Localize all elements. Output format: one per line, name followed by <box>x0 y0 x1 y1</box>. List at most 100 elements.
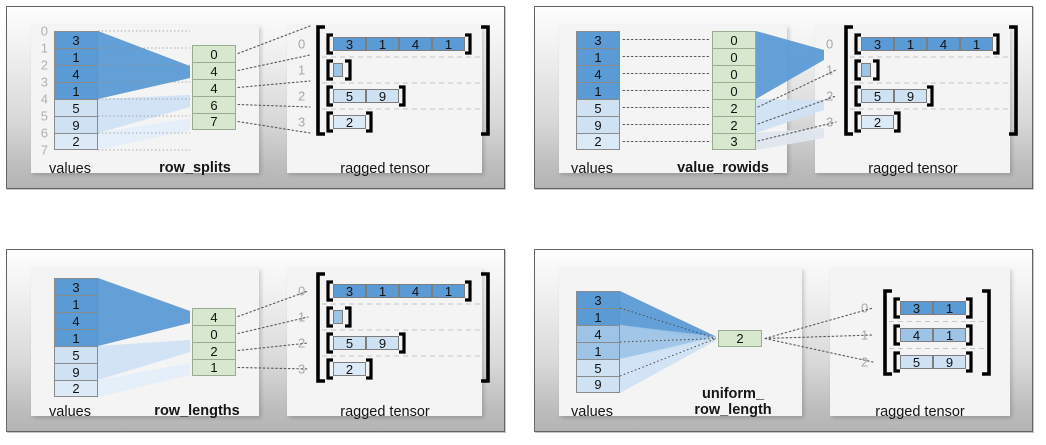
values-cell: 5 <box>54 99 98 116</box>
values-cell: 9 <box>54 116 98 133</box>
tensor-row-index: 3 <box>298 361 306 377</box>
tensor-value-cell: 9 <box>933 355 966 369</box>
values-cell: 1 <box>576 48 620 65</box>
tensor-value-cell: 5 <box>861 89 894 103</box>
values-cell: 4 <box>576 325 620 342</box>
encoding-cell: 3 <box>712 133 756 150</box>
tensor-row-index: 0 <box>298 283 306 299</box>
encoding-cell: 2 <box>718 330 762 347</box>
caption-encoding-row_splits: row_splits <box>159 160 231 176</box>
tensor-value-cell: 2 <box>861 115 894 129</box>
tensor-value-cell: 1 <box>933 301 966 315</box>
encoding-cell: 1 <box>192 359 236 376</box>
values-cell: 3 <box>576 31 620 48</box>
values-cell: 3 <box>576 291 620 308</box>
caption-tensor-uniform_row_length: ragged tensor <box>875 404 965 420</box>
values-cell: 4 <box>576 65 620 82</box>
encoding-cell: 0 <box>712 65 756 82</box>
values-index-label: 3 <box>40 74 48 90</box>
values-cell: 9 <box>576 116 620 133</box>
tensor-value-cell: 2 <box>333 362 366 376</box>
tensor-row-index: 0 <box>826 36 834 52</box>
tensor-value-cell: 3 <box>333 37 366 51</box>
tensor-row-index: 0 <box>861 300 869 316</box>
values-index-label: 0 <box>40 23 48 39</box>
values-cell: 1 <box>576 342 620 359</box>
tensor-value-cell: 4 <box>900 328 933 342</box>
values-cell: 3 <box>54 278 98 295</box>
values-cell: 2 <box>576 133 620 150</box>
tensor-row-index: 2 <box>826 88 834 104</box>
values-index-label: 5 <box>40 108 48 124</box>
values-cell: 5 <box>54 346 98 363</box>
tensor-value-cell: 4 <box>927 37 960 51</box>
tensor-value-cell: 2 <box>333 115 366 129</box>
tensor-value-cell: 1 <box>933 328 966 342</box>
tensor-empty-cell <box>861 63 871 77</box>
values-cell: 5 <box>576 99 620 116</box>
caption-encoding-row_lengths: row_lengths <box>154 403 240 419</box>
encoding-cell: 0 <box>712 48 756 65</box>
tensor-value-cell: 4 <box>399 37 432 51</box>
caption-values-row_splits: values <box>49 161 91 177</box>
encoding-cell: 2 <box>712 99 756 116</box>
encoding-cell: 7 <box>192 113 236 130</box>
values-index-label: 6 <box>40 125 48 141</box>
values-cell: 1 <box>54 48 98 65</box>
encoding-cell: 6 <box>192 96 236 113</box>
tensor-value-cell: 5 <box>333 336 366 350</box>
encoding-cell: 2 <box>712 116 756 133</box>
caption-encoding-value_rowids: value_rowids <box>677 160 769 176</box>
tensor-value-cell: 5 <box>900 355 933 369</box>
tensor-empty-cell <box>333 310 343 324</box>
tensor-value-cell: 5 <box>333 89 366 103</box>
caption-values-value_rowids: values <box>571 161 613 177</box>
encoding-cell: 0 <box>712 31 756 48</box>
caption-encoding-uniform_row_length: uniform_ row_length <box>694 386 772 419</box>
caption-values-uniform_row_length: values <box>571 404 613 420</box>
caption-tensor-row_splits: ragged tensor <box>340 161 430 177</box>
tensor-value-cell: 1 <box>960 37 993 51</box>
values-cell: 1 <box>576 308 620 325</box>
tensor-row-index: 2 <box>861 354 869 370</box>
tensor-value-cell: 3 <box>333 284 366 298</box>
caption-tensor-value_rowids: ragged tensor <box>868 161 958 177</box>
values-cell: 1 <box>54 295 98 312</box>
tensor-row-index: 0 <box>298 36 306 52</box>
encoding-cell: 0 <box>192 325 236 342</box>
encoding-column-uniform_row_length: 2 <box>718 330 762 347</box>
encoding-cell: 0 <box>712 82 756 99</box>
values-cell: 2 <box>54 133 98 150</box>
tensor-row-index: 2 <box>298 335 306 351</box>
tensor-row-index: 1 <box>298 309 306 325</box>
values-index-label: 7 <box>40 142 48 158</box>
tensor-empty-cell <box>333 63 343 77</box>
tensor-value-cell: 4 <box>399 284 432 298</box>
values-cell: 4 <box>54 65 98 82</box>
tensor-value-cell: 3 <box>900 301 933 315</box>
encoding-cell: 4 <box>192 308 236 325</box>
caption-values-row_lengths: values <box>49 404 91 420</box>
tensor-value-cell: 9 <box>366 336 399 350</box>
encoding-cell: 0 <box>192 45 236 62</box>
values-cell: 3 <box>54 31 98 48</box>
tensor-value-cell: 1 <box>894 37 927 51</box>
tensor-value-cell: 1 <box>366 37 399 51</box>
tensor-row-index: 3 <box>298 114 306 130</box>
tensor-row-index: 1 <box>826 62 834 78</box>
values-cell: 9 <box>576 376 620 393</box>
values-cell: 2 <box>54 380 98 397</box>
tensor-value-cell: 3 <box>861 37 894 51</box>
encoding-cell: 2 <box>192 342 236 359</box>
tensor-row-index: 2 <box>298 88 306 104</box>
tensor-value-cell: 1 <box>432 37 465 51</box>
values-cell: 1 <box>54 329 98 346</box>
tensor-value-cell: 9 <box>894 89 927 103</box>
encoding-cell: 4 <box>192 79 236 96</box>
values-cell: 9 <box>54 363 98 380</box>
tensor-value-cell: 1 <box>366 284 399 298</box>
